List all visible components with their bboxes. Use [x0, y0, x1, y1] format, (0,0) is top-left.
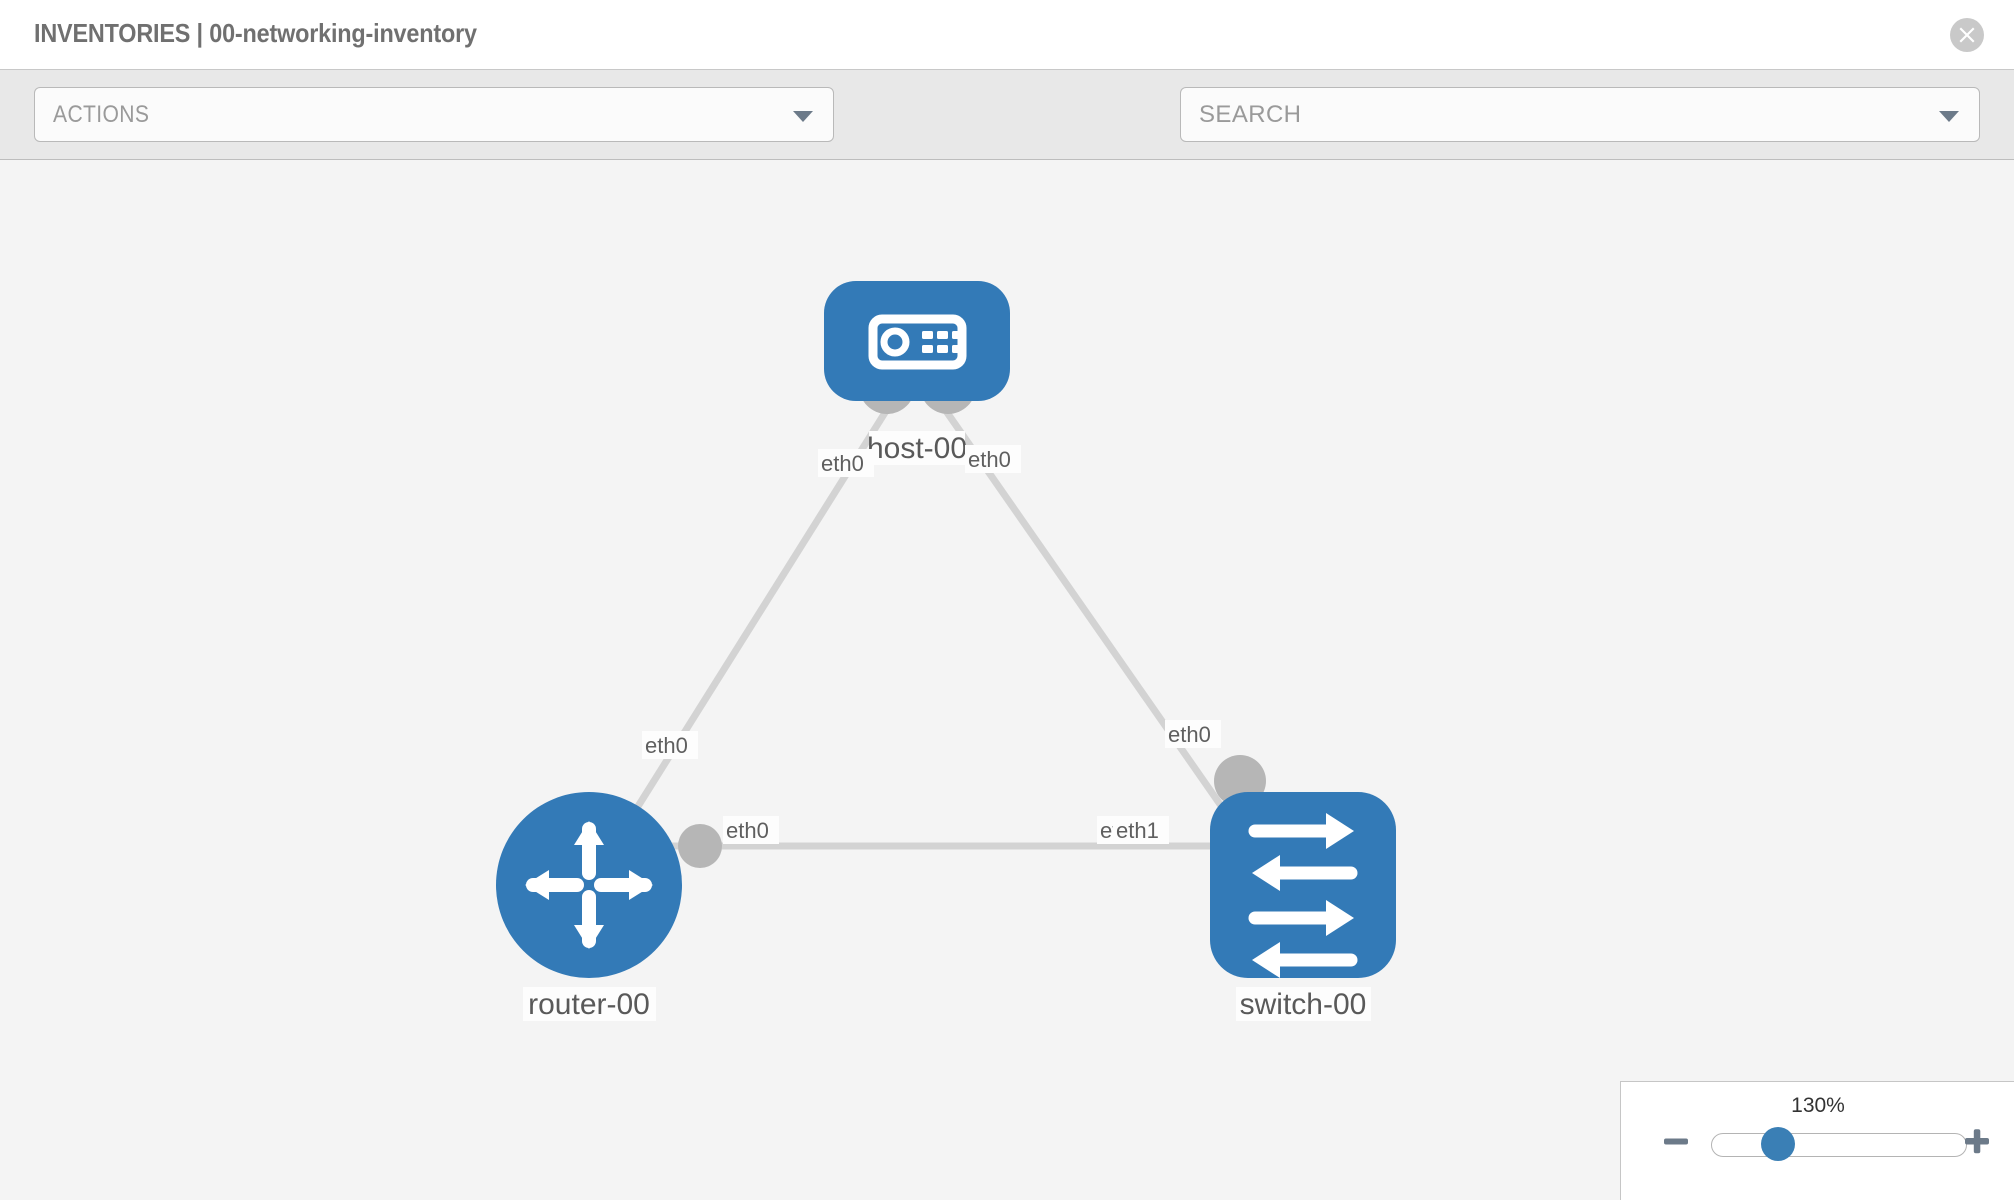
topology-links	[607, 408, 1243, 853]
iface-router-right-label: eth0	[726, 818, 769, 843]
node-switch-00[interactable]: switch-00	[1210, 792, 1396, 1021]
iface-router-up-label: eth0	[645, 733, 688, 758]
iface-switch-up-label: eth0	[1168, 722, 1211, 747]
zoom-slider-track[interactable]	[1711, 1133, 1967, 1157]
node-label-router: router-00	[528, 988, 650, 1021]
zoom-percent-label: 130%	[1791, 1094, 1845, 1117]
interface-labels: eth0 eth0 eth0 eth0 eth0 eth0 eth1	[642, 445, 1221, 844]
close-icon[interactable]	[1950, 18, 1984, 52]
page-title: INVENTORIES | 00-networking-inventory	[34, 18, 477, 48]
link-host-switch[interactable]	[943, 408, 1243, 836]
link-host-router[interactable]	[607, 409, 889, 853]
topology-ports	[678, 358, 1266, 872]
topology-graph[interactable]: host-00 router-00	[0, 161, 2014, 1200]
iface-host-left-label: eth0	[821, 451, 864, 476]
chevron-down-icon[interactable]	[1939, 110, 1959, 122]
toolbar: ACTIONS	[0, 70, 2014, 201]
chevron-down-icon	[793, 110, 813, 122]
node-router-00[interactable]: router-00	[496, 792, 682, 1021]
topology-canvas[interactable]: host-00 router-00	[0, 161, 2014, 1200]
window-header: INVENTORIES | 00-networking-inventory	[0, 0, 2014, 70]
actions-dropdown-label: ACTIONS	[53, 101, 150, 128]
iface-host-right-label: eth0	[968, 447, 1011, 472]
minus-icon[interactable]	[1659, 1124, 1693, 1158]
zoom-control-panel: 130%	[1620, 1081, 2014, 1200]
node-label-host: host-00	[867, 432, 967, 465]
search-box[interactable]	[1180, 87, 1980, 142]
node-host-00[interactable]: host-00	[824, 281, 1010, 465]
iface-switch-left-eth1-label: eth1	[1116, 818, 1159, 843]
plus-icon[interactable]	[1960, 1124, 1994, 1158]
actions-dropdown[interactable]: ACTIONS	[34, 87, 834, 142]
search-input[interactable]	[1199, 88, 1919, 141]
node-label-switch: switch-00	[1240, 988, 1367, 1021]
zoom-slider-thumb[interactable]	[1761, 1127, 1795, 1161]
port-router-right[interactable]	[678, 824, 722, 868]
